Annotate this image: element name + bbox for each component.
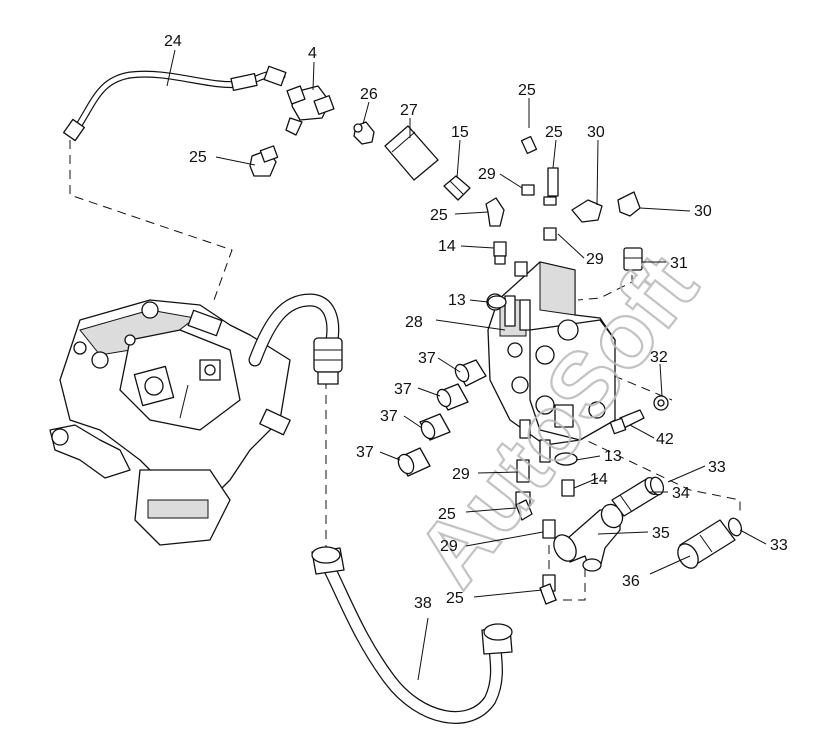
callout-30: 30 [587, 124, 605, 141]
callout-25: 25 [545, 124, 563, 141]
filter-27 [384, 125, 439, 181]
fittings-upper-valve [493, 135, 643, 271]
callout-25: 25 [189, 149, 207, 166]
callout-32: 32 [650, 349, 668, 366]
hose-38 [311, 546, 513, 724]
leader-lines [166, 49, 767, 681]
elbow-25-mid [485, 197, 505, 227]
hydraulic-pump [49, 299, 291, 546]
callout-38: 38 [414, 595, 432, 612]
tee-fitting-4 [285, 85, 335, 136]
callout-35: 35 [652, 525, 670, 542]
o-rings-13 [487, 295, 578, 466]
callout-labels: 24 4 26 27 15 25 25 25 29 30 30 25 14 29… [164, 33, 788, 612]
seals-33 [649, 476, 743, 537]
callout-29: 29 [440, 538, 458, 555]
control-valve [486, 261, 616, 463]
callout-25: 25 [438, 506, 456, 523]
callout-29: 29 [586, 251, 604, 268]
callout-33: 33 [770, 537, 788, 554]
elbow-fitting-25-top [249, 145, 279, 177]
callout-13: 13 [604, 448, 622, 465]
callout-25: 25 [518, 82, 536, 99]
callout-15: 15 [451, 124, 469, 141]
callout-37: 37 [356, 444, 374, 461]
callout-42: 42 [656, 431, 674, 448]
callout-33: 33 [708, 459, 726, 476]
routing-lines [69, 140, 741, 601]
callout-37: 37 [380, 408, 398, 425]
callout-25: 25 [430, 207, 448, 224]
tee-35 [553, 503, 624, 572]
callout-29: 29 [478, 166, 496, 183]
callout-13: 13 [448, 292, 466, 309]
adapter-26 [353, 121, 375, 145]
hose-upper [248, 293, 343, 385]
callout-14: 14 [590, 471, 608, 488]
callout-4: 4 [308, 45, 317, 62]
callout-34: 34 [672, 485, 690, 502]
callout-26: 26 [360, 86, 378, 103]
callout-25: 25 [446, 590, 464, 607]
callout-37: 37 [418, 350, 436, 367]
callout-30: 30 [694, 203, 712, 220]
nut-15 [443, 175, 471, 201]
callout-29: 29 [452, 466, 470, 483]
plugs-37 [397, 359, 487, 477]
callout-27: 27 [400, 102, 418, 119]
callout-37: 37 [394, 381, 412, 398]
hose-24 [63, 65, 287, 142]
callout-36: 36 [622, 573, 640, 590]
callout-24: 24 [164, 33, 182, 50]
adapter-36 [677, 519, 736, 569]
callout-28: 28 [405, 314, 423, 331]
callout-14: 14 [438, 238, 456, 255]
callout-31: 31 [670, 255, 688, 272]
